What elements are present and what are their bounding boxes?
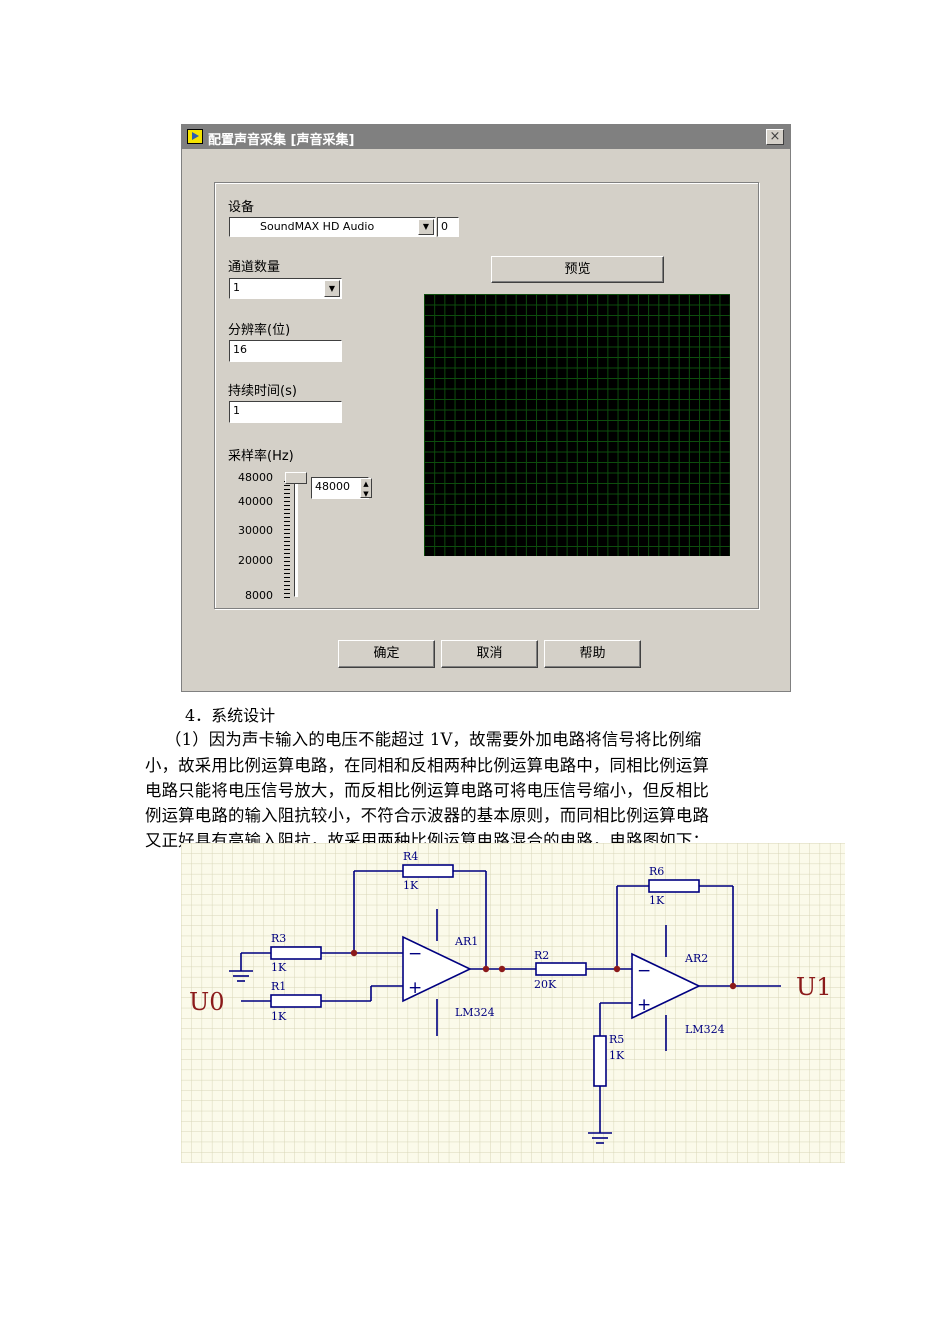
input-label-u0: U0 xyxy=(189,988,225,1016)
slider-track[interactable] xyxy=(294,479,298,597)
resolution-field[interactable]: 16 xyxy=(229,340,342,362)
close-button[interactable]: × xyxy=(766,129,784,145)
resistor-r3 xyxy=(270,946,322,960)
preview-scope-graph xyxy=(424,294,730,556)
r5-name: R5 xyxy=(609,1033,624,1046)
ground-symbol-input xyxy=(229,970,253,982)
resistor-r6 xyxy=(648,879,700,893)
samplerate-field[interactable]: 48000 xyxy=(311,477,369,499)
junction-dot xyxy=(498,965,506,973)
r1-name: R1 xyxy=(271,980,286,993)
r2-name: R2 xyxy=(534,949,549,962)
ar2-plus-sign: + xyxy=(637,995,651,1015)
channels-select-value: 1 xyxy=(233,281,240,294)
circuit-diagram: − + − + R4 1K R3 1K R1 1K R2 20K R6 1K R… xyxy=(181,843,845,1163)
channels-label: 通道数量 xyxy=(228,260,281,275)
dialog-title: 配置声音采集 [声音采集] xyxy=(208,133,355,148)
r3-value: 1K xyxy=(271,961,287,974)
help-button[interactable]: 帮助 xyxy=(544,640,641,668)
slider-thumb[interactable] xyxy=(285,472,307,484)
labview-icon xyxy=(187,129,203,144)
samplerate-label: 采样率(Hz) xyxy=(228,449,294,464)
wires xyxy=(240,870,781,1133)
slider-tick-label: 8000 xyxy=(245,589,273,602)
ok-button[interactable]: 确定 xyxy=(338,640,435,668)
slider-tick-label: 40000 xyxy=(238,495,273,508)
r2-value: 20K xyxy=(534,978,557,991)
channels-select[interactable]: 1 ▼ xyxy=(229,278,342,299)
preview-button[interactable]: 预览 xyxy=(491,256,664,283)
junctions xyxy=(350,949,737,990)
component-labels: R4 1K R3 1K R1 1K R2 20K R6 1K R5 1K AR1… xyxy=(271,850,725,1062)
ar1-minus-sign: − xyxy=(408,944,422,964)
resistor-r2 xyxy=(535,962,587,976)
device-index-field[interactable]: 0 xyxy=(437,217,459,237)
output-label-u1: U1 xyxy=(796,973,832,1001)
paragraph-line: 例运算电路的输入阻抗较小，不符合示波器的基本原则，而同相比例运算电路 xyxy=(145,806,710,825)
r6-name: R6 xyxy=(649,865,664,878)
device-label: 设备 xyxy=(228,200,255,215)
dialog-titlebar: 配置声音采集 [声音采集] × xyxy=(182,125,790,149)
slider-ticks xyxy=(284,481,290,599)
r1-value: 1K xyxy=(271,1010,287,1023)
section-heading: 4．系统设计 xyxy=(185,706,276,725)
paragraph-line: 小，故采用比例运算电路，在同相和反相两种比例运算电路中，同相比例运算 xyxy=(145,756,710,775)
samplerate-spinner[interactable]: ▲ ▼ xyxy=(360,478,372,498)
junction-dot xyxy=(482,965,490,973)
r4-name: R4 xyxy=(403,850,418,863)
ar1-part: LM324 xyxy=(455,1006,495,1019)
duration-field[interactable]: 1 xyxy=(229,401,342,423)
ar2-name: AR2 xyxy=(684,952,708,965)
r3-name: R3 xyxy=(271,932,286,945)
r4-value: 1K xyxy=(403,879,419,892)
chevron-down-icon[interactable]: ▼ xyxy=(324,280,340,297)
resistor-r5 xyxy=(593,1035,607,1087)
resistor-r1 xyxy=(270,994,322,1008)
chevron-down-icon[interactable]: ▼ xyxy=(418,219,434,235)
junction-dot xyxy=(613,965,621,973)
sound-config-dialog: 配置声音采集 [声音采集] × 设备 SoundMAX HD Audio ▼ 0… xyxy=(181,124,791,692)
cancel-button[interactable]: 取消 xyxy=(441,640,538,668)
duration-label: 持续时间(s) xyxy=(228,384,297,399)
spin-down-icon[interactable]: ▼ xyxy=(363,490,369,498)
settings-group: 设备 SoundMAX HD Audio ▼ 0 通道数量 1 ▼ 预览 分辨率… xyxy=(214,182,759,609)
io-labels: U0 U1 xyxy=(189,973,832,1016)
junction-dot xyxy=(350,949,358,957)
spin-up-icon[interactable]: ▲ xyxy=(363,480,369,488)
resistor-r4 xyxy=(402,864,454,878)
slider-tick-label: 20000 xyxy=(238,554,273,567)
opamp-ar2 xyxy=(631,952,701,1020)
paragraph-line: （1）因为声卡输入的电压不能超过 1V，故需要外加电路将信号将比例缩 xyxy=(165,730,702,749)
ar2-part: LM324 xyxy=(685,1023,725,1036)
ground-symbol-output xyxy=(588,1132,612,1144)
resolution-label: 分辨率(位) xyxy=(228,323,291,338)
device-select-value: SoundMAX HD Audio xyxy=(260,220,375,233)
resistor-bodies xyxy=(270,864,700,1087)
ar2-minus-sign: − xyxy=(637,961,651,981)
paragraph-line: 电路只能将电压信号放大，而反相比例运算电路可将电压信号缩小，但反相比 xyxy=(145,781,710,800)
device-select[interactable]: SoundMAX HD Audio ▼ xyxy=(229,217,436,237)
ar1-name: AR1 xyxy=(454,935,478,948)
ar1-plus-sign: + xyxy=(408,978,422,998)
opamp-ar1 xyxy=(402,935,472,1003)
slider-tick-label: 30000 xyxy=(238,524,273,537)
r5-value: 1K xyxy=(609,1049,625,1062)
opamp-signs: − + − + xyxy=(408,944,651,1015)
slider-tick-label: 48000 xyxy=(238,471,273,484)
junction-dot xyxy=(729,982,737,990)
r6-value: 1K xyxy=(649,894,665,907)
